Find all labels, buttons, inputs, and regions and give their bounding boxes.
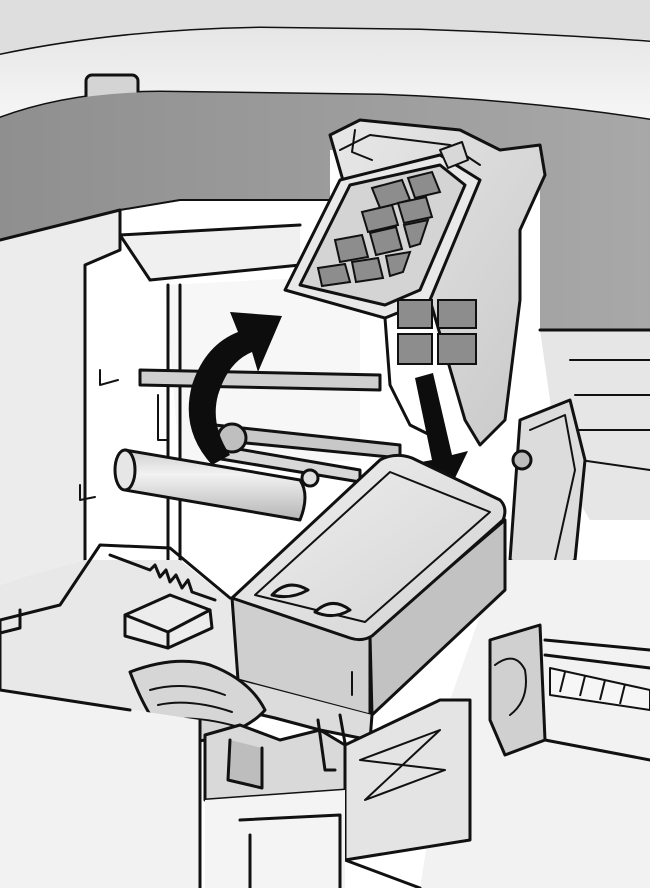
carriage-right-mechanism <box>420 328 650 888</box>
printhead-latch-lid <box>283 118 547 447</box>
left-side-wall <box>0 208 169 585</box>
slot-marks <box>559 671 626 705</box>
lower-carriage-tray <box>0 543 267 888</box>
lid-vent-grid <box>316 170 442 288</box>
carriage-base <box>198 698 472 888</box>
curved-up-arrow-icon <box>188 312 282 465</box>
carriage-vent-grid <box>397 299 477 365</box>
